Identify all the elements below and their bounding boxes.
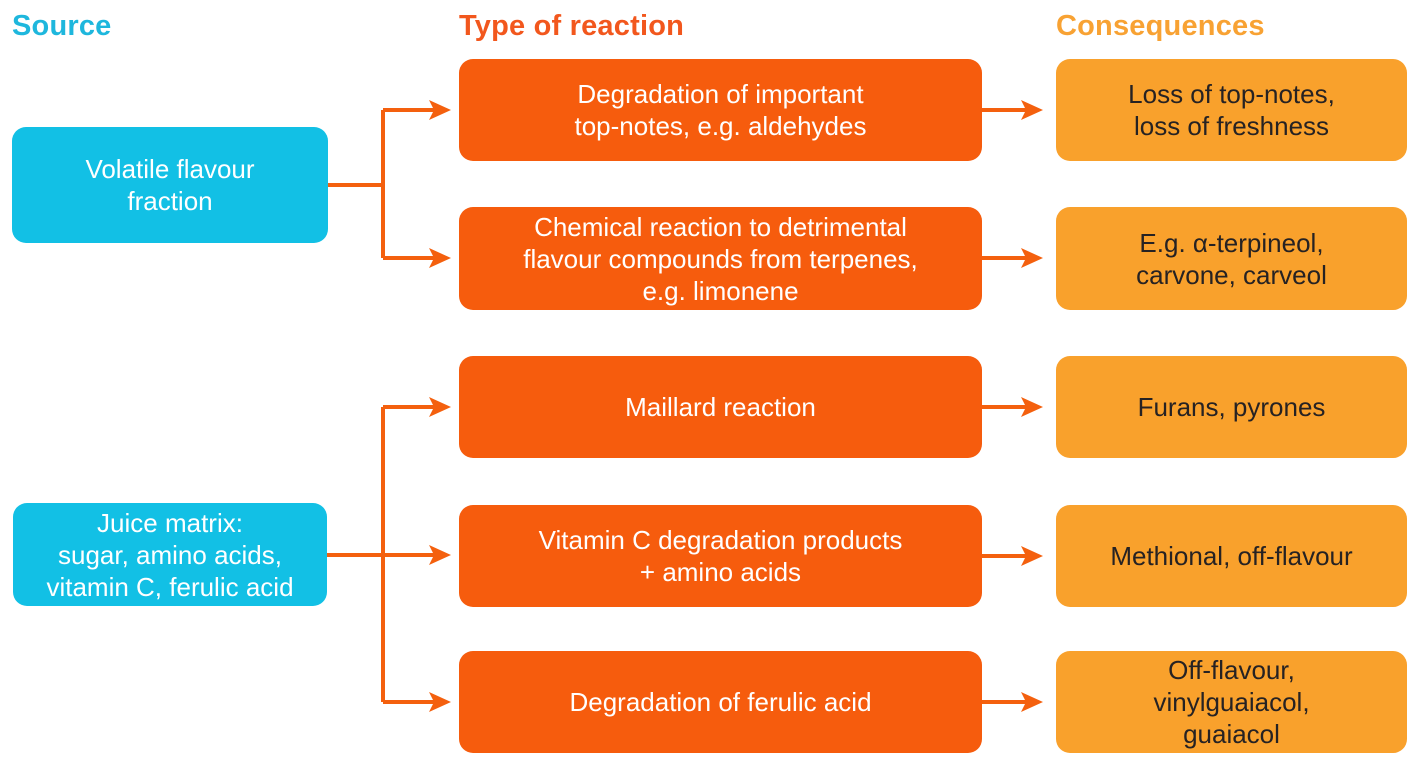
arrowhead-icon xyxy=(1021,100,1043,120)
arrowhead-icon xyxy=(429,248,451,268)
arrowhead-icon xyxy=(1021,546,1043,566)
column-header-type-of-reaction: Type of reaction xyxy=(459,10,685,42)
arrowhead-icon xyxy=(429,397,451,417)
arrowhead-icon xyxy=(1021,397,1043,417)
arrowhead-icon xyxy=(429,100,451,120)
node-reaction-maillard: Maillard reaction xyxy=(459,356,982,458)
node-consequence-furans-pyrones: Furans, pyrones xyxy=(1056,356,1407,458)
node-reaction-chemical-reaction-terpenes: Chemical reaction to detrimental flavour… xyxy=(459,207,982,310)
connector-source-juice-matrix xyxy=(327,397,451,712)
connector-reaction-to-consequence xyxy=(982,100,1043,712)
node-source-juice-matrix: Juice matrix: sugar, amino acids, vitami… xyxy=(13,503,327,606)
node-consequence-terpineol-carvone-carveol: E.g. α-terpineol, carvone, carveol xyxy=(1056,207,1407,310)
column-header-consequences: Consequences xyxy=(1056,10,1265,42)
node-source-volatile-flavour-fraction: Volatile flavour fraction xyxy=(12,127,328,243)
arrowhead-icon xyxy=(1021,692,1043,712)
node-consequence-off-flavour-guaiacol: Off-flavour, vinylguaiacol, guaiacol xyxy=(1056,651,1407,753)
column-header-source: Source xyxy=(12,10,112,42)
node-reaction-vitamin-c-degradation: Vitamin C degradation products + amino a… xyxy=(459,505,982,607)
node-consequence-loss-of-top-notes: Loss of top-notes, loss of freshness xyxy=(1056,59,1407,161)
arrowhead-icon xyxy=(1021,248,1043,268)
arrowhead-icon xyxy=(429,692,451,712)
connector-source-volatile xyxy=(328,100,451,268)
node-consequence-methional-off-flavour: Methional, off-flavour xyxy=(1056,505,1407,607)
node-reaction-degradation-ferulic-acid: Degradation of ferulic acid xyxy=(459,651,982,753)
arrowhead-icon xyxy=(429,545,451,565)
node-reaction-degradation-top-notes: Degradation of important top-notes, e.g.… xyxy=(459,59,982,161)
